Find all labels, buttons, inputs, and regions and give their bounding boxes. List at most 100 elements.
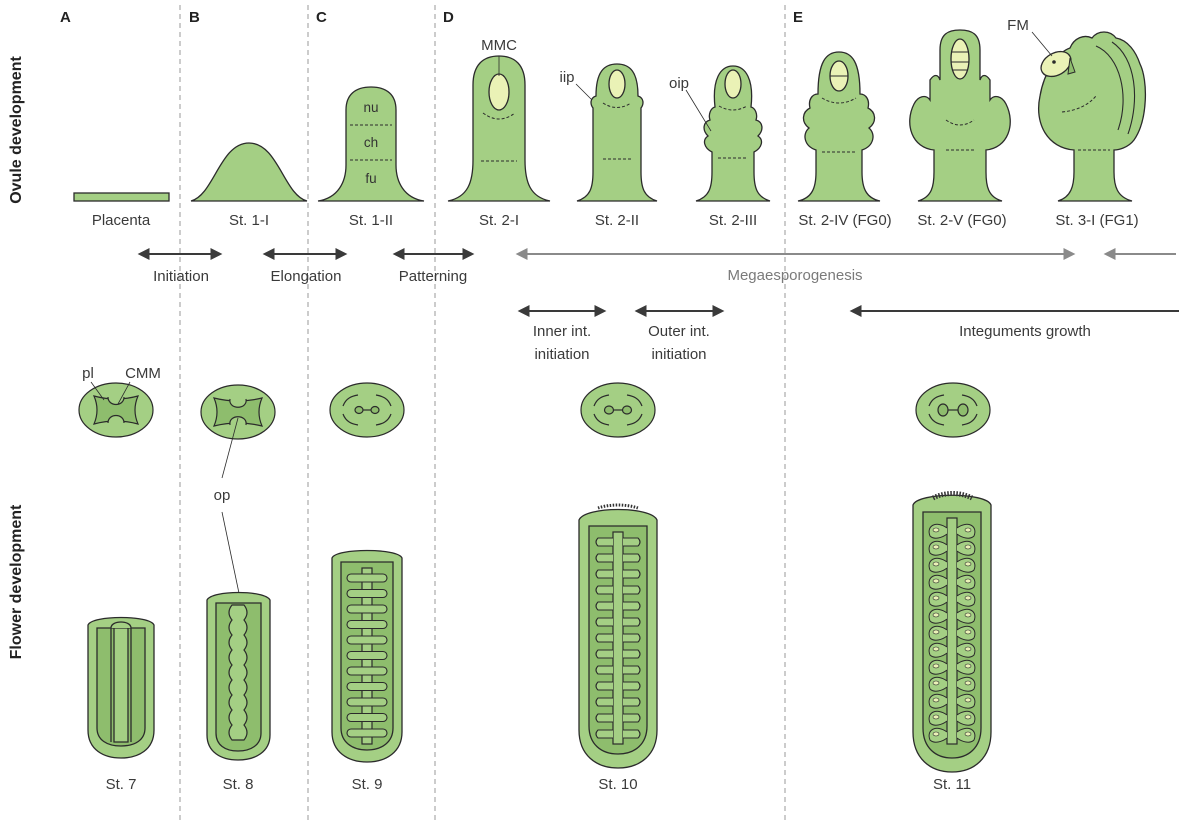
stage-label-st-2-V: St. 2-V (FG0) bbox=[917, 212, 1006, 229]
stage-label-st-1-II: St. 1-II bbox=[349, 212, 393, 229]
embryo-sac-st-11 bbox=[933, 545, 939, 549]
ovule-primordium-st-10 bbox=[596, 650, 613, 658]
panel-label-a: A bbox=[60, 9, 71, 26]
embryo-sac-st-11 bbox=[933, 630, 939, 634]
ovule-primordium-st-10 bbox=[623, 570, 640, 578]
ovule-primordium-st-10 bbox=[596, 586, 613, 594]
cross-section-st-9 bbox=[330, 383, 404, 437]
process-initiation: Initiation bbox=[153, 268, 209, 285]
cross-section-st-8 bbox=[201, 385, 275, 439]
embryo-sac-st-11 bbox=[933, 562, 939, 566]
ovule-primordium-st-9 bbox=[347, 698, 387, 706]
ovule-st-2-V bbox=[910, 30, 1011, 201]
ovule-primordium-st-9 bbox=[347, 667, 387, 675]
ovule-primordium-st-9 bbox=[347, 590, 387, 598]
flower-cross-sections bbox=[79, 383, 990, 439]
callout-op: op bbox=[214, 487, 231, 504]
cross-section-st-11 bbox=[916, 383, 990, 437]
embryo-sac-st-11 bbox=[965, 528, 971, 532]
callout-mmc: MMC bbox=[481, 37, 517, 54]
replum-st-11 bbox=[947, 518, 957, 744]
process-elongation: Elongation bbox=[271, 268, 342, 285]
ovule-primordium-st-10 bbox=[623, 602, 640, 610]
fm-leader bbox=[1032, 32, 1052, 56]
stage-label-st-1-I: St. 1-I bbox=[229, 212, 269, 229]
embryo-sac-st-11 bbox=[965, 562, 971, 566]
flower-stage-st-9: St. 9 bbox=[352, 776, 383, 793]
stage-label-st-2-IV: St. 2-IV (FG0) bbox=[798, 212, 891, 229]
panel-label-b: B bbox=[189, 9, 200, 26]
embryo-sac-st-11 bbox=[933, 647, 939, 651]
ovule-st-3-I bbox=[1037, 32, 1146, 201]
ovule-primordium-st-10 bbox=[596, 714, 613, 722]
ovule-primordium-st-10 bbox=[623, 650, 640, 658]
embryo-sac-st-11 bbox=[965, 630, 971, 634]
ovule-st-1-I bbox=[191, 143, 307, 201]
ovule-primordium-st-10 bbox=[596, 666, 613, 674]
callout-cmm: CMM bbox=[125, 365, 161, 382]
ovule-primordium-st-9 bbox=[347, 652, 387, 660]
embryo-sac-st-11 bbox=[933, 715, 939, 719]
callout-oip: oip bbox=[669, 75, 689, 92]
dyad-cells bbox=[951, 39, 969, 79]
ovule-primordium-st-9 bbox=[347, 605, 387, 613]
ovule-primordium-st-10 bbox=[596, 634, 613, 642]
ovule-primordium-st-10 bbox=[623, 666, 640, 674]
ovule-row bbox=[74, 30, 1145, 201]
ovule-st-2-II bbox=[577, 64, 657, 201]
ovule-primordium-st-10 bbox=[623, 730, 640, 738]
ovule-primordium-st-10 bbox=[596, 538, 613, 546]
embryo-sac-st-11 bbox=[933, 664, 939, 668]
ovule-primordium-st-10 bbox=[596, 554, 613, 562]
ovule-primordium-st-10 bbox=[596, 698, 613, 706]
ovule-primordium-st-10 bbox=[623, 634, 640, 642]
ovule-primordium-st-10 bbox=[623, 682, 640, 690]
ovule-placenta bbox=[74, 193, 169, 201]
panel-label-c: C bbox=[316, 9, 327, 26]
stage-label-st-2-II: St. 2-II bbox=[595, 212, 639, 229]
embryo-sac-st-11 bbox=[965, 596, 971, 600]
ovule-st-2-I bbox=[448, 56, 550, 201]
ovule-primordium-st-10 bbox=[596, 682, 613, 690]
zone-label-ch: ch bbox=[364, 135, 378, 150]
panel-label-d: D bbox=[443, 9, 454, 26]
ovule-primordium-st-10 bbox=[596, 730, 613, 738]
stage-label-placenta: Placenta bbox=[92, 212, 151, 229]
ovule-primordium-st-10 bbox=[623, 714, 640, 722]
process-outer-int-line2: initiation bbox=[651, 346, 706, 363]
process-integuments-growth: Integuments growth bbox=[959, 323, 1091, 340]
ovule-primordium-st-10 bbox=[623, 554, 640, 562]
flower-stage-st-8: St. 8 bbox=[223, 776, 254, 793]
embryo-sac-st-11 bbox=[933, 698, 939, 702]
embryo-sac-st-11 bbox=[965, 647, 971, 651]
flower-stage-st-10: St. 10 bbox=[598, 776, 637, 793]
callout-iip: iip bbox=[559, 69, 574, 86]
row-title-ovule: Ovule development bbox=[8, 56, 25, 204]
stage-label-st-2-I: St. 2-I bbox=[479, 212, 519, 229]
process-patterning: Patterning bbox=[399, 268, 467, 285]
ovule-st-2-IV bbox=[798, 52, 880, 201]
ovule-primordium-st-9 bbox=[347, 729, 387, 737]
process-inner-int-line2: initiation bbox=[534, 346, 589, 363]
embryo-sac-st-11 bbox=[933, 596, 939, 600]
replum-st-8 bbox=[229, 605, 247, 740]
replum-st-10 bbox=[613, 532, 623, 744]
cross-section-st-7 bbox=[79, 383, 153, 437]
embryo-sac-st-11 bbox=[965, 664, 971, 668]
ovule-primordium-st-10 bbox=[596, 602, 613, 610]
ovule-st-2-III bbox=[696, 66, 770, 201]
ovule-primordium-st-9 bbox=[347, 621, 387, 629]
process-outer-int-line1: Outer int. bbox=[648, 323, 710, 340]
process-megasporogenesis: Megaesporogenesis bbox=[727, 267, 862, 284]
zone-label-nu: nu bbox=[363, 100, 378, 115]
ovule-primordium-st-10 bbox=[623, 538, 640, 546]
ovule-primordium-st-10 bbox=[623, 618, 640, 626]
ovule-primordium-st-10 bbox=[623, 698, 640, 706]
embryo-sac-st-11 bbox=[965, 579, 971, 583]
flower-stage-st-7: St. 7 bbox=[106, 776, 137, 793]
callout-pl: pl bbox=[82, 365, 94, 382]
gynoecium-st-7 bbox=[88, 618, 154, 759]
op-leader-lower bbox=[222, 512, 240, 598]
callout-fm: FM bbox=[1007, 17, 1029, 34]
